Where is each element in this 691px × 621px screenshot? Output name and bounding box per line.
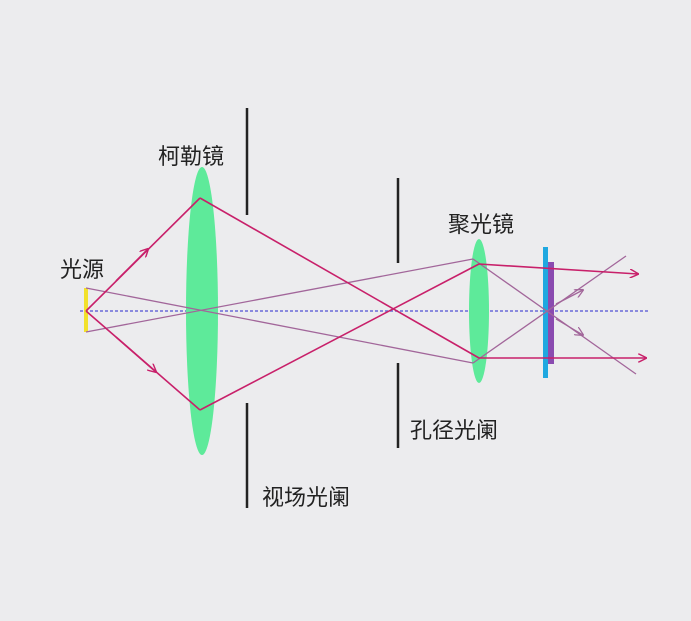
specimen (548, 262, 554, 364)
condenser-label: 聚光镜 (448, 213, 514, 238)
chief-rays (85, 255, 637, 375)
field-diaphragm-label: 视场光阑 (262, 486, 350, 511)
condenser-lens (469, 239, 489, 383)
aperture-diaphragm-label: 孔径光阑 (410, 419, 498, 444)
marginal-rays (85, 197, 646, 411)
light-source-label: 光源 (60, 258, 104, 283)
kohler-lens-label: 柯勒镜 (158, 145, 224, 170)
